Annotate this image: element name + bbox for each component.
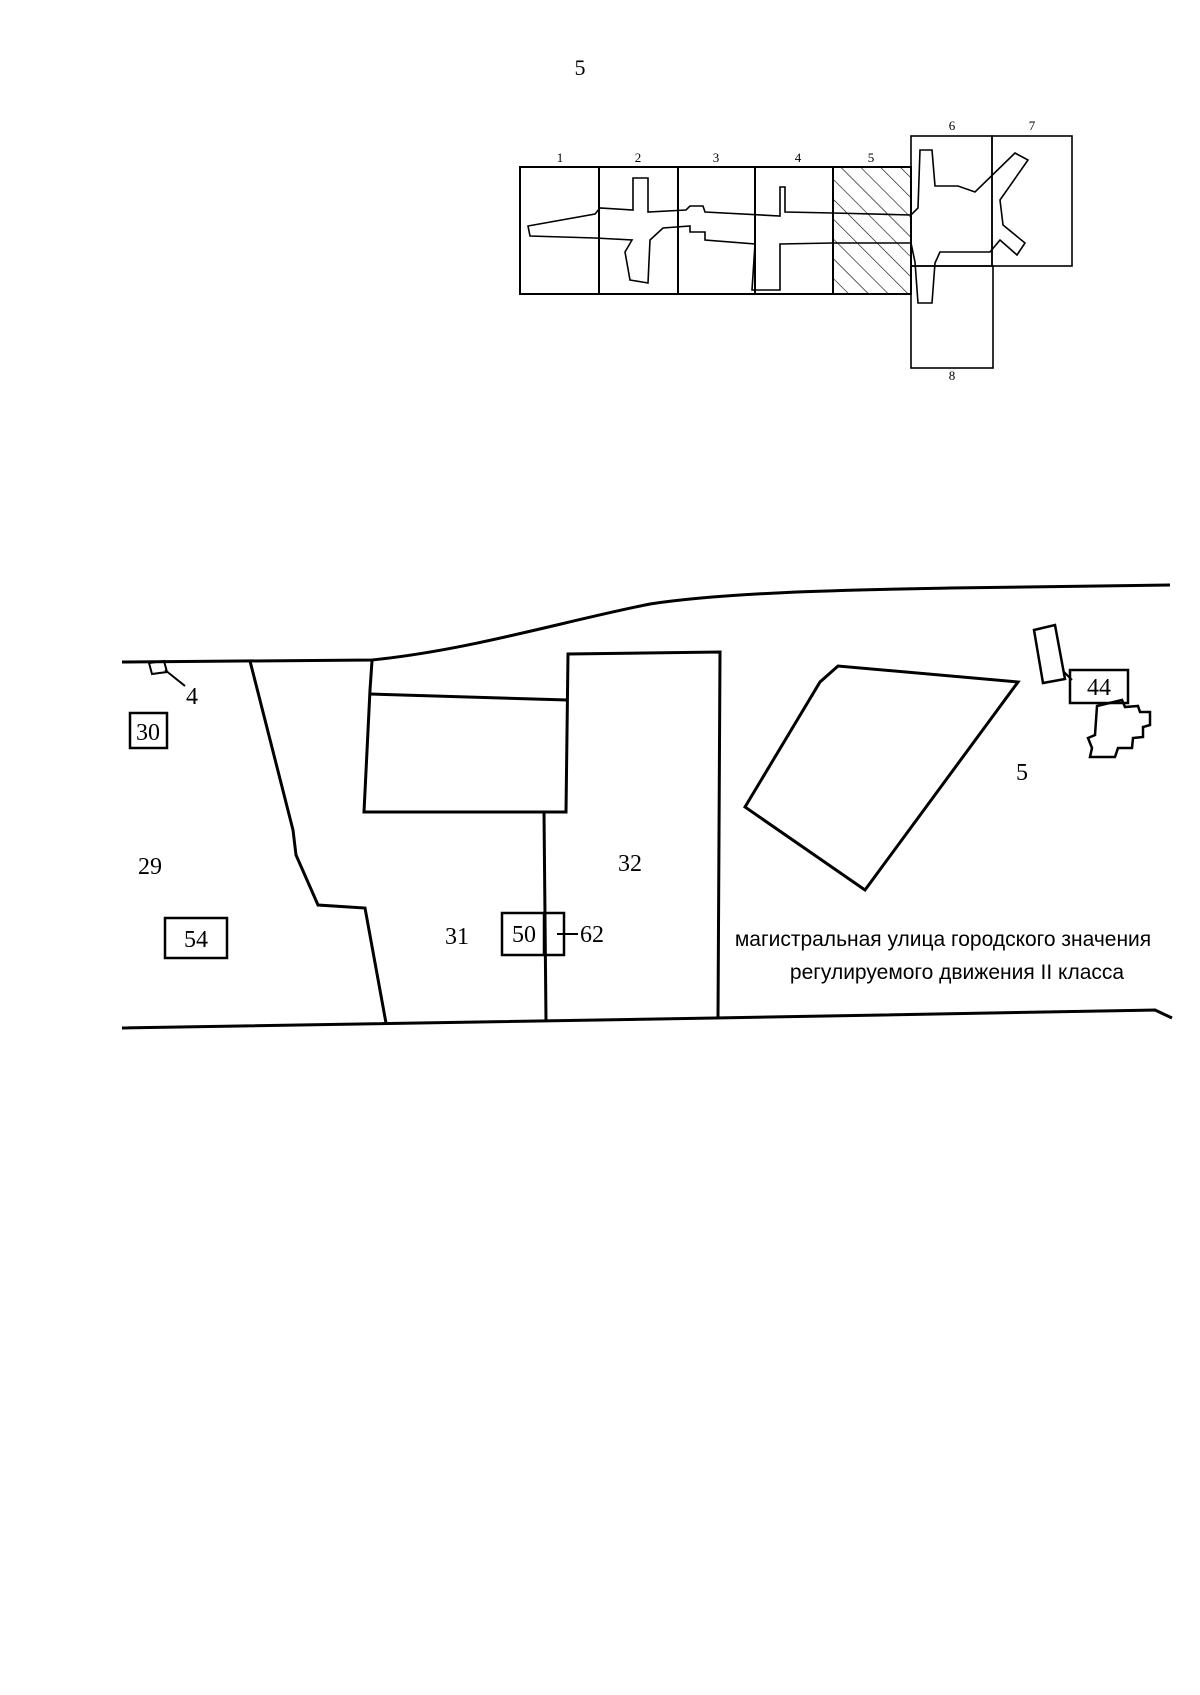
parcel-number-29: 29	[138, 854, 162, 880]
parcel-number-4: 4	[186, 684, 198, 710]
parcel-number-32: 32	[618, 851, 642, 877]
key-label-3: 3	[713, 150, 720, 165]
small-structure	[1032, 623, 1067, 685]
marker-4-leader	[164, 669, 186, 687]
key-label-7: 7	[1029, 118, 1036, 133]
key-label-6: 6	[949, 118, 956, 133]
street-label-line-1: магистральная улица городского значения	[735, 928, 1151, 951]
key-sheet-4	[754, 166, 834, 295]
plot-polygon	[742, 664, 1021, 893]
key-label-5: 5	[868, 150, 875, 165]
boxed-number-54: 54	[184, 927, 208, 953]
box-44	[1068, 668, 1130, 705]
box-54	[163, 916, 229, 960]
parcel-boundary-29-31	[248, 660, 388, 1024]
street-label-line-2: регулируемого движения II класса	[790, 961, 1125, 984]
key-sheet-5-hatch	[833, 167, 911, 294]
key-sheet-8	[910, 265, 994, 369]
key-label-8: 8	[949, 368, 956, 383]
parcel-number-62: 62	[580, 922, 604, 948]
parcel-number-5: 5	[1016, 760, 1028, 786]
key-sheet-1	[519, 166, 600, 295]
building-inner-line	[369, 692, 568, 702]
box-30	[128, 711, 169, 750]
building-outline	[362, 650, 722, 1020]
stepped-building	[1086, 698, 1152, 759]
key-road-outline	[527, 149, 1030, 304]
boxed-number-30: 30	[136, 720, 160, 746]
key-sheet-7	[991, 135, 1073, 267]
boxed-number-44: 44	[1087, 675, 1111, 701]
key-sheet-6	[910, 135, 993, 267]
key-sheet-2	[598, 166, 679, 295]
key-map: 1 2 3 4 5 6 7 8	[519, 118, 1073, 383]
boxed-number-50: 50	[512, 922, 536, 948]
site-plan: 4 30 29 54 31 50 62 32 44 5 магистральна…	[121, 583, 1173, 1030]
key-label-1: 1	[557, 150, 564, 165]
road-edge-top	[121, 583, 1171, 664]
parcel-number-31: 31	[445, 924, 469, 950]
key-label-4: 4	[795, 150, 802, 165]
page-number: 5	[574, 55, 586, 80]
road-edge-bottom	[121, 1008, 1173, 1030]
key-label-2: 2	[635, 150, 642, 165]
box-44-leader	[1063, 671, 1073, 681]
